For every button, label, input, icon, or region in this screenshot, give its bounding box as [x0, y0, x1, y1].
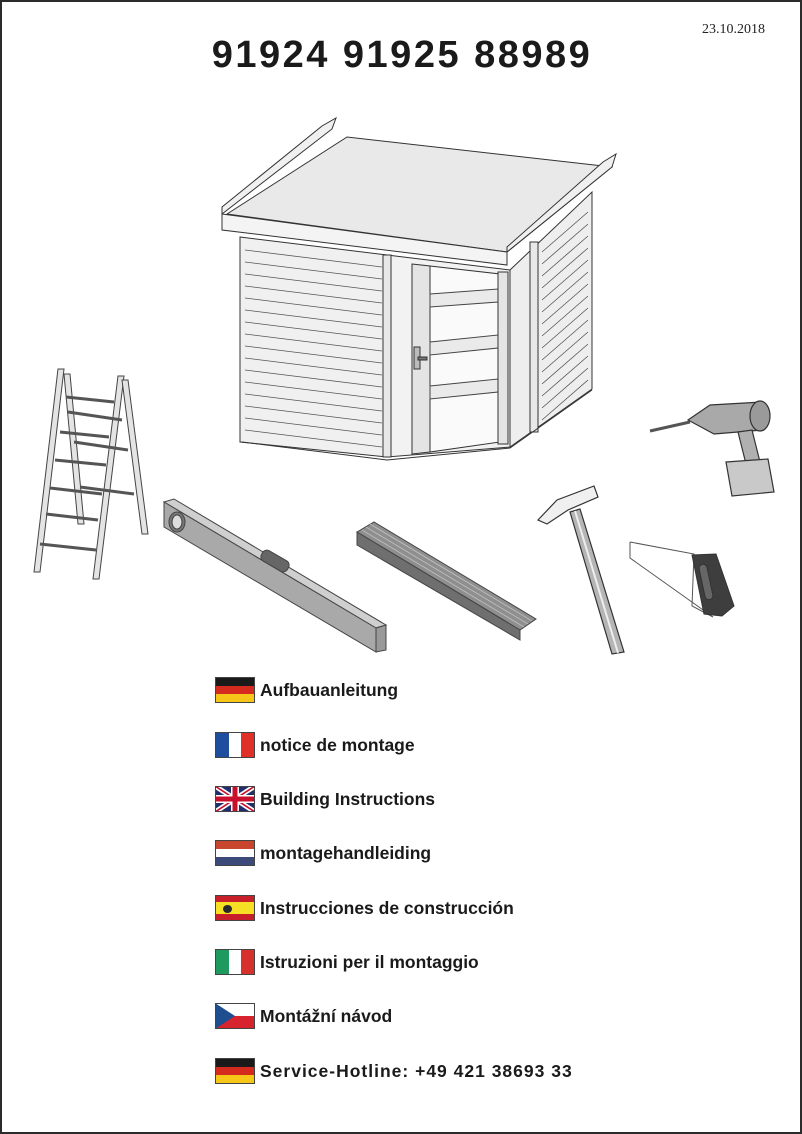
- language-row-de: Aufbauanleitung: [215, 677, 398, 703]
- shed-and-tools-illustration: [33, 116, 775, 655]
- language-label: Instrucciones de construcción: [260, 897, 514, 918]
- hammer-icon: [536, 485, 625, 655]
- shed-illustration: [221, 116, 617, 461]
- folding-rule-icon: [356, 521, 537, 641]
- service-hotline-row: Service-Hotline: +49 421 38693 33: [215, 1058, 573, 1084]
- document-date: 23.10.2018: [702, 22, 765, 37]
- cordless-drill-icon: [649, 400, 775, 497]
- flag-germany-icon: [215, 677, 255, 703]
- language-label: Building Instructions: [260, 788, 435, 809]
- flag-netherlands-icon: [215, 840, 255, 866]
- language-label: Istruzioni per il montaggio: [260, 951, 479, 972]
- spirit-level-icon: [162, 498, 388, 653]
- language-row-gb: Building Instructions: [215, 786, 435, 812]
- language-label: Aufbauanleitung: [260, 679, 399, 700]
- flag-spain-icon: [215, 895, 255, 921]
- service-hotline-text: Service-Hotline: +49 421 38693 33: [260, 1060, 573, 1081]
- ladder-icon: [33, 368, 149, 580]
- language-label: Montážní návod: [260, 1005, 393, 1026]
- language-row-nl: montagehandleiding: [215, 840, 431, 866]
- language-row-es: Instrucciones de construcción: [215, 895, 514, 921]
- flag-france-icon: [215, 732, 255, 758]
- flag-united-kingdom-icon: [215, 786, 255, 812]
- language-row-it: Istruzioni per il montaggio: [215, 949, 479, 975]
- language-row-fr: notice de montage: [215, 732, 415, 758]
- saw-icon: [629, 541, 735, 618]
- language-label: notice de montage: [260, 734, 415, 755]
- flag-germany-icon: [215, 1058, 255, 1084]
- flag-italy-icon: [215, 949, 255, 975]
- product-numbers-title: 91924 91925 88989: [211, 34, 593, 76]
- language-row-cz: Montážní návod: [215, 1003, 392, 1029]
- flag-czech-republic-icon: [215, 1003, 255, 1029]
- language-label: montagehandleiding: [260, 842, 432, 863]
